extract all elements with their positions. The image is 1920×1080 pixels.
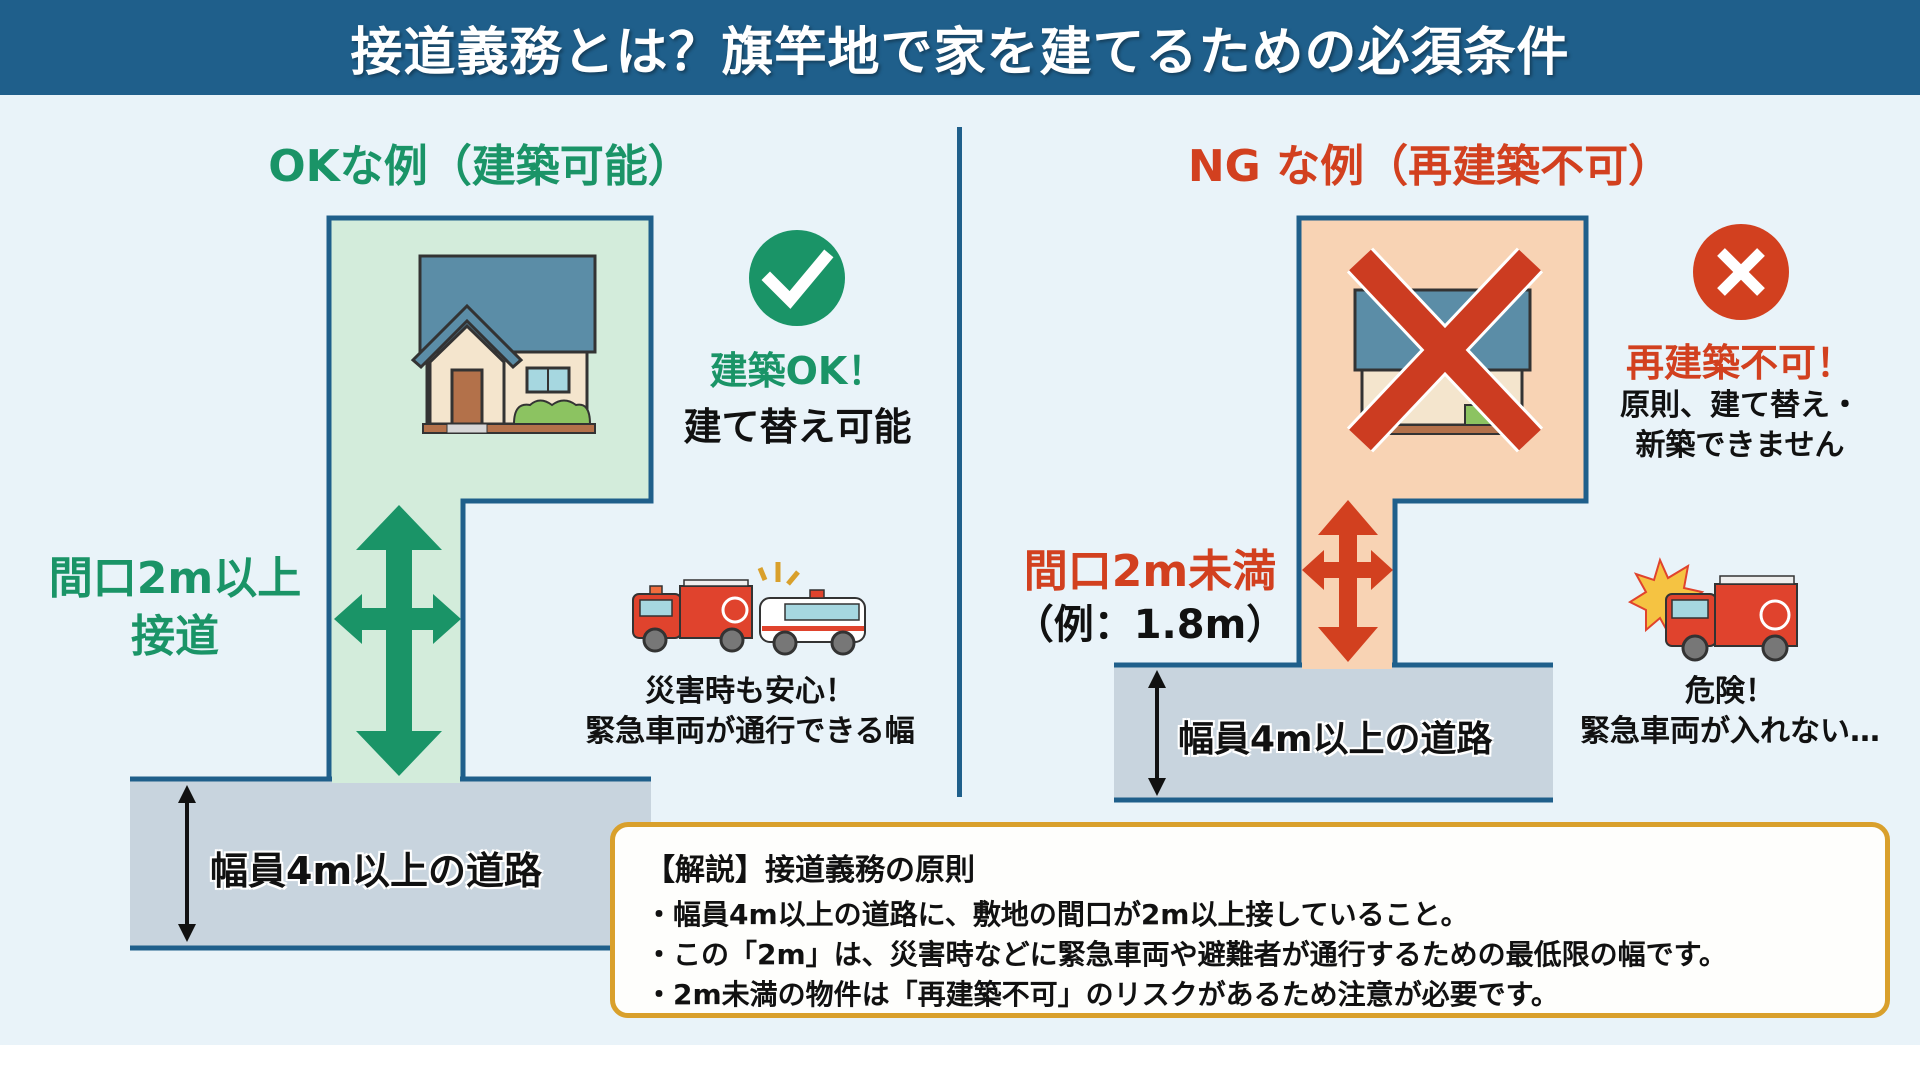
fire-truck-and-ambulance-icon (632, 562, 866, 656)
fire-truck-danger-icon (1627, 557, 1798, 662)
ok-road-width-arrow (178, 785, 196, 942)
house-icon (410, 254, 597, 434)
explanation-line: ・幅員4m以上の道路に、敷地の間口が2m以上接していること。 (645, 898, 1469, 931)
ok-status-sub: 建て替え可能 (683, 405, 912, 449)
ng-example-title: NG な例（再建築不可） (1187, 141, 1673, 192)
x-circle-icon (1693, 224, 1789, 320)
ng-road-width-arrow (1148, 670, 1166, 796)
check-circle-icon (749, 230, 845, 326)
ng-frontage-example: （例：1.8m） (1013, 602, 1287, 648)
ng-status-sub-line2: 新築できません (1635, 428, 1845, 463)
diagram-shapes (130, 215, 1798, 951)
ng-status-sub-line1: 原則、建て替え・ (1620, 388, 1860, 423)
crossed-house-icon (1346, 247, 1544, 453)
ok-frontage-label-line1: 間口2m以上 (48, 553, 302, 604)
ng-road (1114, 662, 1553, 803)
ok-status-label: 建築OK！ (709, 349, 886, 393)
ok-frontage-label: 間口2m以上 接道 (30, 550, 320, 666)
page-title: 接道義務とは？旗竿地で家を建てるための必須条件 (350, 23, 1570, 83)
ok-example-title: OKな例（建築可能） (268, 141, 692, 192)
ok-road-label: 幅員4m以上の道路 (210, 849, 543, 893)
ng-vehicles-caption: 危険！ 緊急車両が入れない… (1560, 672, 1900, 752)
ng-vehicles-caption-line2: 緊急車両が入れない… (1580, 714, 1880, 749)
infographic-canvas: 接道義務とは？旗竿地で家を建てるための必須条件 (0, 0, 1920, 1045)
ok-frontage-label-line2: 接道 (131, 611, 219, 662)
explanation-line: ・この「2m」は、災害時などに緊急車両や避難者が通行するための最低限の幅です。 (645, 938, 1727, 971)
ok-road (130, 776, 651, 951)
ok-frontage-arrow (334, 505, 461, 776)
ok-vehicles-caption-line1: 災害時も安心！ (645, 674, 855, 709)
ng-frontage-label: 間口2m未満 (1023, 546, 1277, 597)
section-divider (957, 127, 962, 797)
ok-vehicles-caption-line2: 緊急車両が通行できる幅 (585, 714, 915, 749)
explanation-line: ・2m未満の物件は「再建築不可」のリスクがあるため注意が必要です。 (645, 978, 1559, 1011)
explanation-box: 【解説】接道義務の原則 ・幅員4m以上の道路に、敷地の間口が2m以上接しているこ… (610, 822, 1890, 1018)
ng-status-label: 再建築不可！ (1625, 341, 1854, 385)
ng-status-sub: 原則、建て替え・ 新築できません (1600, 386, 1880, 466)
ng-frontage-arrow (1302, 500, 1393, 662)
title-banner: 接道義務とは？旗竿地で家を建てるための必須条件 (0, 0, 1920, 95)
ok-vehicles-caption: 災害時も安心！ 緊急車両が通行できる幅 (560, 672, 940, 752)
ng-road-label: 幅員4m以上の道路 (1178, 719, 1493, 760)
explanation-heading: 【解説】接道義務の原則 (645, 853, 975, 888)
ng-vehicles-caption-line1: 危険！ (1685, 674, 1775, 709)
